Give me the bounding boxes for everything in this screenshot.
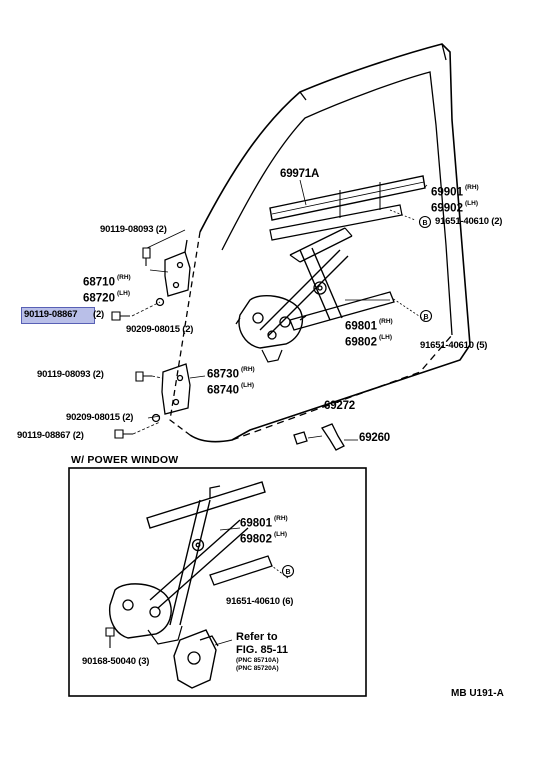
- part-68730-68740[interactable]: 68730(RH) 68740(LH): [207, 364, 255, 397]
- rh-tag: (RH): [240, 366, 255, 373]
- lh-tag: (LH): [240, 382, 254, 390]
- svg-text:B: B: [422, 220, 427, 227]
- door-inner-dashed: [231, 334, 453, 441]
- glass-channel: [269, 175, 426, 221]
- highlighted-part-box[interactable]: [21, 307, 95, 324]
- part-69802[interactable]: 69802: [345, 336, 377, 349]
- bolt-90119-08867-hl: [111, 311, 130, 321]
- part-90119-08093-mid[interactable]: 90119-08093 (2): [37, 369, 104, 380]
- rh-tag: (RH): [464, 184, 479, 191]
- part-90119-08867-highlighted[interactable]: 90119-08867: [24, 309, 78, 320]
- inset-part-69802[interactable]: 69802: [240, 533, 272, 546]
- part-90209-08015-top[interactable]: 90209-08015 (2): [126, 324, 194, 335]
- fig-85-11-link[interactable]: FIG. 85-11: [236, 644, 288, 656]
- power-window-inset-box: [68, 467, 367, 697]
- bolt-90119-08867-bot: [114, 429, 133, 439]
- power-window-inset-title: W/ POWER WINDOW: [71, 454, 179, 466]
- part-68730[interactable]: 68730: [207, 368, 239, 381]
- pnc-85710a: (PNC 85710A): [236, 657, 279, 664]
- part-90209-08015-bot[interactable]: 90209-08015 (2): [66, 412, 134, 423]
- part-69801[interactable]: 69801: [345, 320, 377, 333]
- power-window-motor: [173, 629, 217, 689]
- part-69971A[interactable]: 69971A: [280, 168, 320, 180]
- clip-69272: [293, 431, 308, 445]
- part-68710[interactable]: 68710: [83, 276, 115, 289]
- part-69901[interactable]: 69901: [431, 186, 463, 199]
- inset-part-69801-69802[interactable]: 69801(RH) 69802(LH): [240, 513, 288, 546]
- inset-lower-rail: [209, 555, 273, 586]
- handle-69260: [321, 423, 345, 451]
- nut-90209-bot: [151, 413, 161, 423]
- svg-text:B: B: [423, 314, 428, 321]
- part-91651-40610-top[interactable]: 91651-40610 (2): [435, 216, 503, 227]
- inset-channel: [146, 481, 266, 529]
- part-69260[interactable]: 69260: [359, 432, 390, 444]
- regulator-cross-arm: [259, 249, 349, 337]
- part-69272[interactable]: 69272: [324, 400, 355, 412]
- part-69801-69802[interactable]: 69801(RH) 69802(LH): [345, 316, 393, 349]
- inset-part-90168-50040[interactable]: 90168-50040 (3): [82, 656, 150, 667]
- part-91651-40610-mid[interactable]: 91651-40610 (5): [420, 340, 488, 351]
- part-90119-08867-highlighted-qty: (2): [93, 309, 105, 320]
- door-frame-inner: [221, 71, 453, 336]
- regulator-arm: [289, 227, 353, 321]
- lh-tag: (LH): [273, 531, 287, 539]
- bolt-90168: [105, 627, 115, 648]
- rh-tag: (RH): [378, 318, 393, 325]
- part-90119-08093-top[interactable]: 90119-08093 (2): [100, 224, 167, 235]
- nut-90209-top: [155, 297, 165, 307]
- part-68720[interactable]: 68720: [83, 292, 115, 305]
- part-69902[interactable]: 69902: [431, 202, 463, 215]
- part-68740[interactable]: 68740: [207, 384, 239, 397]
- rh-tag: (RH): [116, 274, 131, 281]
- regulator-lower-arm: [289, 291, 395, 331]
- lh-tag: (LH): [116, 290, 130, 298]
- part-90119-08867-bot[interactable]: 90119-08867 (2): [17, 430, 84, 441]
- door-top-lip: [299, 43, 447, 101]
- lh-tag: (LH): [378, 334, 392, 342]
- lower-hinge: [161, 363, 191, 415]
- rh-tag: (RH): [273, 515, 288, 522]
- door-frame-outline: [189, 43, 471, 443]
- inset-part-69801[interactable]: 69801: [240, 517, 272, 530]
- diagram-code: MB U191-A: [451, 688, 504, 699]
- inset-regulator-gear: [108, 583, 172, 639]
- svg-text:B: B: [285, 569, 290, 576]
- part-68710-68720[interactable]: 68710(RH) 68720(LH): [83, 272, 131, 305]
- pnc-85720a: (PNC 85720A): [236, 665, 279, 672]
- bolt-90119-08093-top: [142, 247, 151, 266]
- part-69901-69902[interactable]: 69901(RH) 69902(LH): [431, 182, 479, 215]
- lh-tag: (LH): [464, 200, 478, 208]
- bolt-90119-08093-mid: [135, 371, 152, 382]
- refer-to-label: Refer to: [236, 631, 278, 643]
- upper-hinge: [164, 251, 191, 297]
- door-frame-edge: [169, 231, 201, 436]
- inset-part-91651-40610[interactable]: 91651-40610 (6): [226, 596, 294, 607]
- regulator-gear: [238, 294, 304, 349]
